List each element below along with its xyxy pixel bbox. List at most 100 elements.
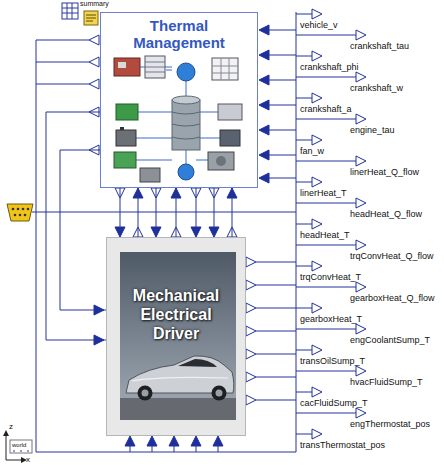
output-connectors xyxy=(312,9,366,439)
signal-name: linerHeat_T xyxy=(300,188,347,198)
signal-name: gearboxHeat_T xyxy=(300,314,362,324)
signal-wire xyxy=(296,266,312,267)
signal-wire xyxy=(296,77,356,78)
subsystem-block: Thermal Management xyxy=(100,12,258,188)
signal-wire xyxy=(296,434,312,435)
connection-line xyxy=(176,188,177,237)
input-connector xyxy=(259,100,269,110)
signal-name: hvacFluidSump_T xyxy=(350,377,423,387)
signal-name: engCoolantSump_T xyxy=(350,335,430,345)
input-connector xyxy=(147,436,157,446)
axis-label: z xyxy=(9,422,13,431)
output-connector xyxy=(89,57,99,67)
car-picture xyxy=(106,237,246,436)
signal-name: engThermostat_pos xyxy=(350,419,430,429)
signal-wire xyxy=(296,35,356,36)
input-connector xyxy=(259,25,269,35)
connection-line xyxy=(46,112,106,340)
signal-name: crankshaft_tau xyxy=(350,41,409,51)
signal-name: trqConvHeat_Q_flow xyxy=(350,251,434,261)
world-icon xyxy=(3,430,32,463)
signal-name: crankshaft_w xyxy=(350,83,403,93)
output-connector xyxy=(89,35,99,45)
signal-wire xyxy=(296,203,356,204)
input-connector xyxy=(259,150,269,160)
signal-wire xyxy=(296,161,356,162)
connection-line xyxy=(232,188,233,237)
signal-wire xyxy=(296,371,356,372)
block-title: Thermal Management xyxy=(121,17,237,51)
output-connector xyxy=(312,177,322,187)
input-connector xyxy=(259,50,269,60)
connection-line xyxy=(196,188,197,237)
output-connector xyxy=(356,408,366,418)
output-connector xyxy=(356,156,366,166)
connection-line xyxy=(138,188,139,237)
input-connector xyxy=(213,436,223,446)
signal-wire xyxy=(296,329,356,330)
input-connector xyxy=(259,173,269,183)
connection-line xyxy=(156,188,157,237)
output-connector xyxy=(312,9,322,19)
output-connector xyxy=(312,387,322,397)
output-connector xyxy=(356,324,366,334)
signal-wire xyxy=(296,56,312,57)
output-connector xyxy=(356,240,366,250)
output-connector xyxy=(246,303,256,313)
input-connector xyxy=(259,75,269,85)
output-connector xyxy=(312,429,322,439)
output-connector xyxy=(246,395,256,405)
connection-line xyxy=(214,188,215,237)
signal-wire xyxy=(296,350,312,351)
signal-name: cacFluidSump_T xyxy=(300,398,368,408)
signal-name: crankshaft_phi xyxy=(300,62,359,72)
output-connector xyxy=(312,135,322,145)
output-connector xyxy=(356,72,366,82)
signal-name: transThermostat_pos xyxy=(300,440,385,450)
output-connector xyxy=(246,372,256,382)
input-connector xyxy=(125,436,135,446)
icon-label: summary xyxy=(80,0,109,8)
signal-wire xyxy=(296,224,312,225)
output-connector xyxy=(312,303,322,313)
bus-connector xyxy=(7,204,33,221)
output-connector xyxy=(312,345,322,355)
output-connector xyxy=(312,261,322,271)
signal-wire xyxy=(32,12,296,452)
connector-ports xyxy=(89,25,269,446)
signal-wire xyxy=(296,308,312,309)
signal-wire xyxy=(296,413,356,414)
signal-wire xyxy=(296,14,312,15)
signal-wire xyxy=(296,182,312,183)
output-connector xyxy=(246,349,256,359)
output-connector xyxy=(312,219,322,229)
signal-name: engine_tau xyxy=(350,125,395,135)
signal-wire xyxy=(296,98,312,99)
signal-name: crankshaft_a xyxy=(300,104,352,114)
signal-name: trqConvHeat_T xyxy=(300,272,361,282)
input-connector xyxy=(259,125,269,135)
signal-wire xyxy=(296,245,356,246)
icon-label: world xyxy=(12,442,26,449)
signal-wire xyxy=(296,287,356,288)
signal-wire xyxy=(296,14,356,434)
output-connector xyxy=(356,282,366,292)
signal-name: gearboxHeat_Q_flow xyxy=(350,293,435,303)
thermal-illustration xyxy=(114,56,242,182)
signal-name: fan_w xyxy=(300,146,324,156)
signal-name: headHeat_T xyxy=(300,230,350,240)
block-title: Mechanical Electrical Driver xyxy=(119,286,233,343)
output-connector xyxy=(356,198,366,208)
axis-label: x xyxy=(26,455,30,464)
output-connector xyxy=(246,280,256,290)
input-connector xyxy=(191,436,201,446)
connection-line xyxy=(120,188,121,237)
signal-name: linerHeat_Q_flow xyxy=(350,167,419,177)
signal-name: transOilSump_T xyxy=(300,356,365,366)
output-connector xyxy=(356,114,366,124)
signal-name: headHeat_Q_flow xyxy=(350,209,422,219)
input-connector xyxy=(169,436,179,446)
output-connector xyxy=(89,79,99,89)
